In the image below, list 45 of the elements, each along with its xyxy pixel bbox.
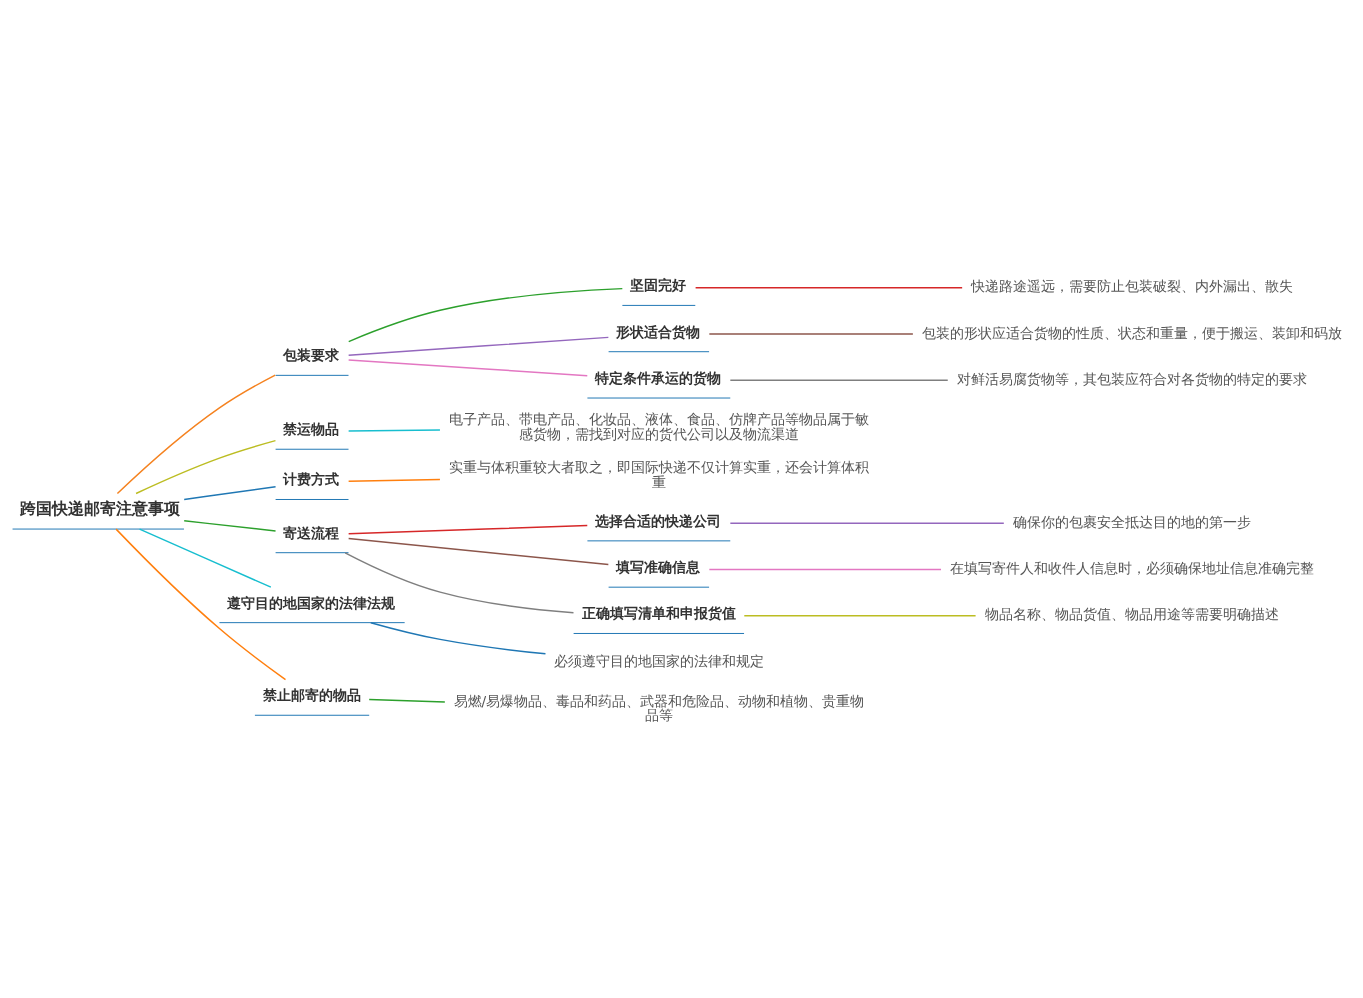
connector: [183, 485, 277, 501]
node-text: 遵守目的地国家的法律法规: [227, 594, 396, 611]
connector: [347, 537, 610, 566]
connector: [708, 333, 914, 335]
node-text: 寄送流程: [283, 524, 340, 541]
node-text: 快递路途遥远，需要防止包装破裂、内外漏出、散失: [970, 278, 1293, 295]
connector: [347, 478, 441, 482]
node-text: 计费方式: [283, 471, 340, 488]
connector: [347, 359, 589, 377]
connector: [135, 439, 277, 495]
connector: [347, 524, 589, 535]
node-text: 选择合适的快递公司: [595, 512, 722, 529]
connector: [729, 522, 1005, 524]
node-text: 形状适合货物: [616, 323, 701, 340]
connector: [729, 379, 949, 381]
node-text: 对鲜活易腐货物等，其包装应符合对各货物的特定的要求: [956, 370, 1307, 387]
node-text: 坚固完好: [630, 277, 687, 294]
connector: [347, 336, 610, 356]
connector: [743, 615, 977, 617]
node-text: 跨国快递邮寄注意事项: [20, 499, 181, 519]
node-text: 正确填写清单和申报货值: [581, 605, 736, 622]
node-text: 物品名称、物品货值、物品用途等需要明确描述: [984, 606, 1279, 623]
connector: [708, 568, 942, 571]
node-text: 电子产品、带电产品、化妆品、液体、食品、仿牌产品等物品属于敏感货物，需找到对应的货代公司以及物流渠道: [448, 410, 869, 442]
connector: [368, 698, 446, 703]
connector: [115, 528, 287, 681]
node-text: 必须遵守目的地国家的法律和规定: [553, 652, 764, 669]
node-text: 在填写寄件人和收件人信息时，必须确保地址信息准确完整: [949, 560, 1314, 577]
connector: [348, 287, 624, 343]
node-text: 易燃/易爆物品、毒品和药品、武器和危险品、动物和植物、贵重物品等: [453, 692, 865, 724]
connector: [344, 552, 575, 614]
node-text: 包装的形状应适合货物的性质、状态和重量，便于搬运、装卸和码放: [921, 324, 1342, 341]
connector: [183, 520, 277, 532]
node-text: 填写准确信息: [616, 559, 701, 576]
connector: [138, 528, 272, 588]
node-text: 特定条件承运的货物: [595, 369, 722, 386]
node-text: 实重与体积重较大者取之，即国际快递不仅计算实重，还会计算体积重: [448, 459, 869, 490]
connector: [694, 286, 963, 289]
node-text: 包装要求: [283, 347, 340, 364]
node-text: 确保你的包裹安全抵达目的地的第一步: [1012, 513, 1251, 530]
connector: [116, 374, 276, 495]
connector: [347, 429, 441, 432]
node-text: 禁运物品: [283, 421, 340, 438]
connector: [370, 621, 547, 655]
node-text: 禁止邮寄的物品: [262, 687, 361, 704]
